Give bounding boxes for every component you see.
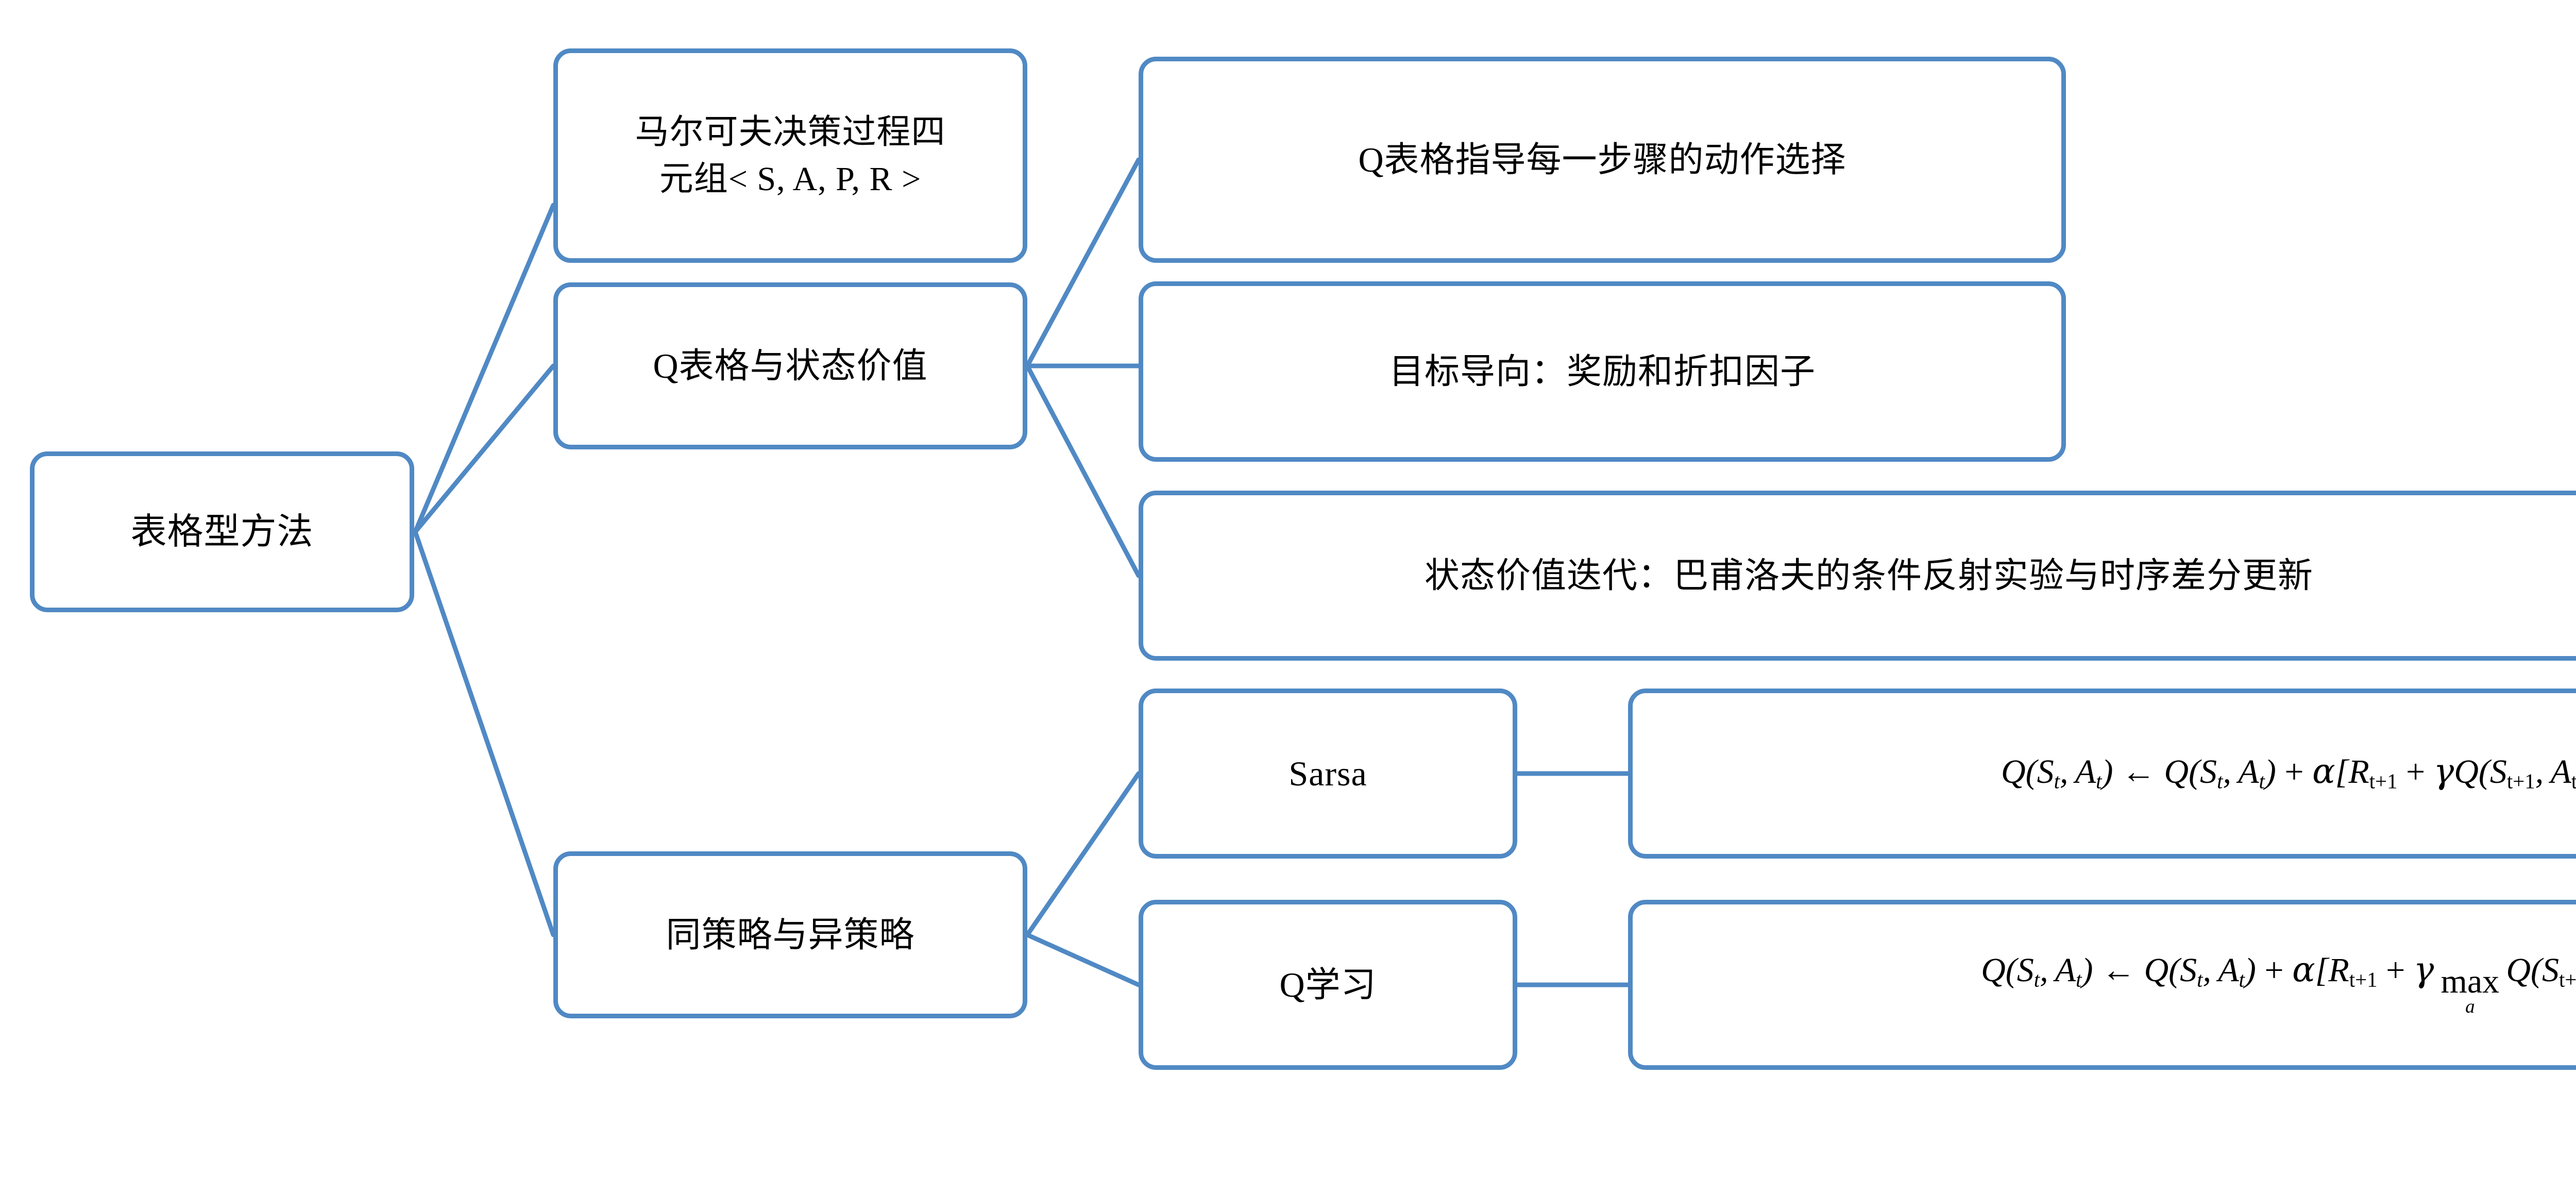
node-markov-decision-process-label: 马尔可夫决策过程四 元组< S, A, P, R > [635, 113, 946, 198]
node-markov-decision-process[interactable]: 马尔可夫决策过程四 元组< S, A, P, R > [553, 48, 1027, 263]
edge-root-to-policy [413, 529, 556, 937]
edge-root-to-mdp [413, 203, 556, 534]
edge-qtable-to-iteration [1025, 363, 1141, 578]
node-q-table-guides-action-label: Q表格指导每一步骤的动作选择 [1358, 140, 1846, 179]
node-sarsa-label: Sarsa [1289, 753, 1367, 793]
node-q-learning-label: Q学习 [1279, 965, 1377, 1004]
sarsa-update-equation: Q(St, At) ← Q(St, At) + 𝛼[Rt+1 + 𝛾Q(St+1… [2001, 752, 2576, 793]
edge-policy-to-sarsa [1025, 771, 1141, 937]
node-on-policy-off-policy-label: 同策略与异策略 [666, 915, 915, 954]
node-q-learning[interactable]: Q学习 [1139, 900, 1517, 1070]
node-root[interactable]: 表格型方法 [30, 451, 414, 612]
node-root-label: 表格型方法 [130, 512, 314, 552]
node-q-table-guides-action[interactable]: Q表格指导每一步骤的动作选择 [1139, 57, 2066, 263]
node-state-value-iteration-label: 状态价值迭代：巴甫洛夫的条件反射实验与时序差分更新 [1424, 556, 2313, 595]
node-on-policy-off-policy[interactable]: 同策略与异策略 [553, 851, 1027, 1018]
node-goal-oriented-label: 目标导向：奖励和折扣因子 [1388, 351, 1816, 391]
edge-root-to-qtable [413, 363, 556, 534]
node-state-value-iteration[interactable]: 状态价值迭代：巴甫洛夫的条件反射实验与时序差分更新 [1139, 491, 2576, 661]
node-q-table-state-value[interactable]: Q表格与状态价值 [553, 282, 1027, 449]
edge-policy-to-qlearning [1025, 932, 1141, 987]
node-sarsa[interactable]: Sarsa [1139, 689, 1517, 859]
edge-qtable-to-guide [1025, 157, 1141, 368]
node-q-table-state-value-label: Q表格与状态价值 [653, 346, 928, 385]
node-sarsa-formula[interactable]: Q(St, At) ← Q(St, At) + 𝛼[Rt+1 + 𝛾Q(St+1… [1628, 689, 2576, 859]
node-goal-oriented[interactable]: 目标导向：奖励和折扣因子 [1139, 281, 2066, 462]
